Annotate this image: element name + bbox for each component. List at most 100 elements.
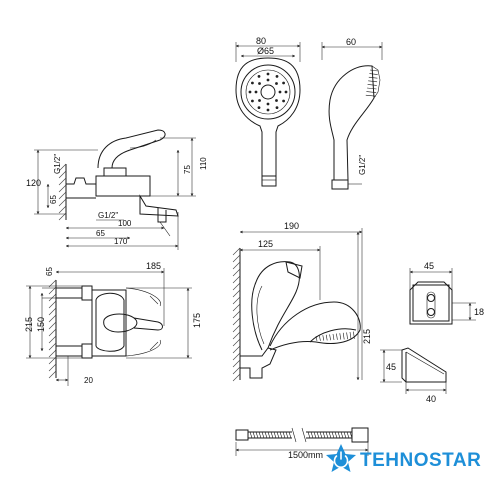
wall-hatch-line xyxy=(232,366,241,375)
dim-bracket-height-45: 45 xyxy=(386,362,396,372)
hose-braid xyxy=(337,431,341,439)
shower-hose: 1500mm xyxy=(235,427,369,460)
wall-hatch-line xyxy=(58,205,67,214)
side-nozzle xyxy=(368,80,378,83)
dim-plan-150: 150 xyxy=(36,317,46,332)
spray-hole xyxy=(251,99,254,103)
head-nozzle xyxy=(342,332,345,340)
wall-bracket-front-view: 45 18 xyxy=(409,261,484,325)
spray-hole xyxy=(257,106,261,109)
mixer-thread-top: G1/2" xyxy=(53,154,62,174)
side-nozzle xyxy=(369,73,378,75)
hose-braid xyxy=(334,431,338,439)
power-star-icon xyxy=(326,444,356,472)
brand-name: TEHNOSTAR xyxy=(360,450,481,471)
spray-hole xyxy=(275,82,278,85)
wall-hatch-line xyxy=(58,177,67,186)
hose-braid xyxy=(325,431,329,439)
side-nozzle xyxy=(366,87,377,90)
head-nozzle xyxy=(353,331,355,339)
head-nozzle xyxy=(315,335,318,342)
wall-hatch-line xyxy=(232,317,241,326)
spray-hole xyxy=(266,108,270,112)
hose-braid xyxy=(267,431,271,439)
dim-plan-height-215: 215 xyxy=(24,317,34,332)
hose-braid xyxy=(273,431,277,439)
wall-hatch-line xyxy=(48,300,57,309)
wall-hatch-line xyxy=(232,289,241,298)
hose-braid xyxy=(285,431,289,439)
wall-hatch-line xyxy=(48,328,57,337)
wall-hatch-line xyxy=(48,314,57,323)
spray-hole xyxy=(248,90,252,94)
wall-hatch-line xyxy=(48,370,57,379)
hose-braid xyxy=(255,431,259,439)
wall-hatch-line xyxy=(232,303,241,312)
hose-braid xyxy=(313,431,317,439)
dim-mixer-65-bottom: 65 xyxy=(96,229,105,238)
wall-hatch-line xyxy=(58,198,67,207)
hose-braid xyxy=(316,431,320,439)
mixer-side-view: 120 G1/2" 65 110 75 G1/2" 100 65 170 xyxy=(26,129,208,250)
dim-mixer-75: 75 xyxy=(183,165,192,174)
spray-hole xyxy=(282,99,285,103)
side-nozzle xyxy=(369,69,379,72)
wall-hatch-line xyxy=(232,359,241,368)
dim-mixer-100: 100 xyxy=(118,219,132,228)
dim-plan-20: 20 xyxy=(84,376,93,385)
shower-on-holder-view: 190 125 215 xyxy=(232,221,372,382)
wall-hatch-line xyxy=(58,170,67,179)
dim-shower-width: 80 xyxy=(256,36,266,46)
spray-hole xyxy=(278,90,282,94)
shower-head-nozzles xyxy=(315,331,355,342)
head-nozzle xyxy=(325,334,328,341)
hose-braid xyxy=(264,431,268,439)
wall-hatch-line xyxy=(232,261,241,270)
wall-hatch-line xyxy=(232,268,241,277)
spray-hole xyxy=(275,75,279,78)
hose-braid xyxy=(331,431,335,439)
hose-braid xyxy=(276,431,280,439)
dim-holder-215: 215 xyxy=(362,329,372,344)
hose-braid xyxy=(282,431,286,439)
wall-hatch-line xyxy=(58,191,67,200)
wall-hatch-line xyxy=(48,307,57,316)
spray-hole xyxy=(258,82,261,85)
hand-shower-side-view: 60 G1/2" xyxy=(321,37,383,190)
wall-hatch-line xyxy=(232,275,241,284)
hose-braid xyxy=(307,431,311,439)
dim-bracket-depth-40: 40 xyxy=(426,394,436,404)
wall-hatch-line xyxy=(232,345,241,354)
hose-braid xyxy=(340,431,344,439)
head-nozzle xyxy=(349,331,352,340)
dim-holder-190: 190 xyxy=(284,221,299,231)
dim-holder-125: 125 xyxy=(258,239,273,249)
spray-hole xyxy=(275,99,278,102)
hose-braid xyxy=(270,431,274,439)
wall-hatch-line xyxy=(232,296,241,305)
dim-shower-depth: 60 xyxy=(346,37,356,47)
wall-hatch-line xyxy=(232,338,241,347)
hose-braid xyxy=(343,431,347,439)
wall-hatch-line xyxy=(58,163,67,172)
head-nozzle xyxy=(329,334,331,341)
side-nozzle xyxy=(366,91,377,93)
brand-logo: TEHNOSTAR xyxy=(326,444,481,472)
wall-hatch-line xyxy=(58,184,67,193)
hand-shower-front-view: 80 Ø65 xyxy=(235,36,301,187)
head-nozzle xyxy=(346,332,348,340)
spray-hole xyxy=(275,106,279,109)
side-nozzle xyxy=(368,76,378,79)
mixer-spout-thread: G1/2" xyxy=(98,211,118,220)
hose-braid xyxy=(261,431,265,439)
spray-hole xyxy=(282,81,285,85)
wall-hatch-line xyxy=(48,335,57,344)
hose-braid xyxy=(279,431,283,439)
spray-hole xyxy=(251,81,254,85)
spray-hole xyxy=(266,78,270,82)
wall-hatch-line xyxy=(232,310,241,319)
head-nozzle xyxy=(319,335,321,341)
dim-bracket-45: 45 xyxy=(424,261,434,271)
wall-hatch-line xyxy=(232,254,241,263)
